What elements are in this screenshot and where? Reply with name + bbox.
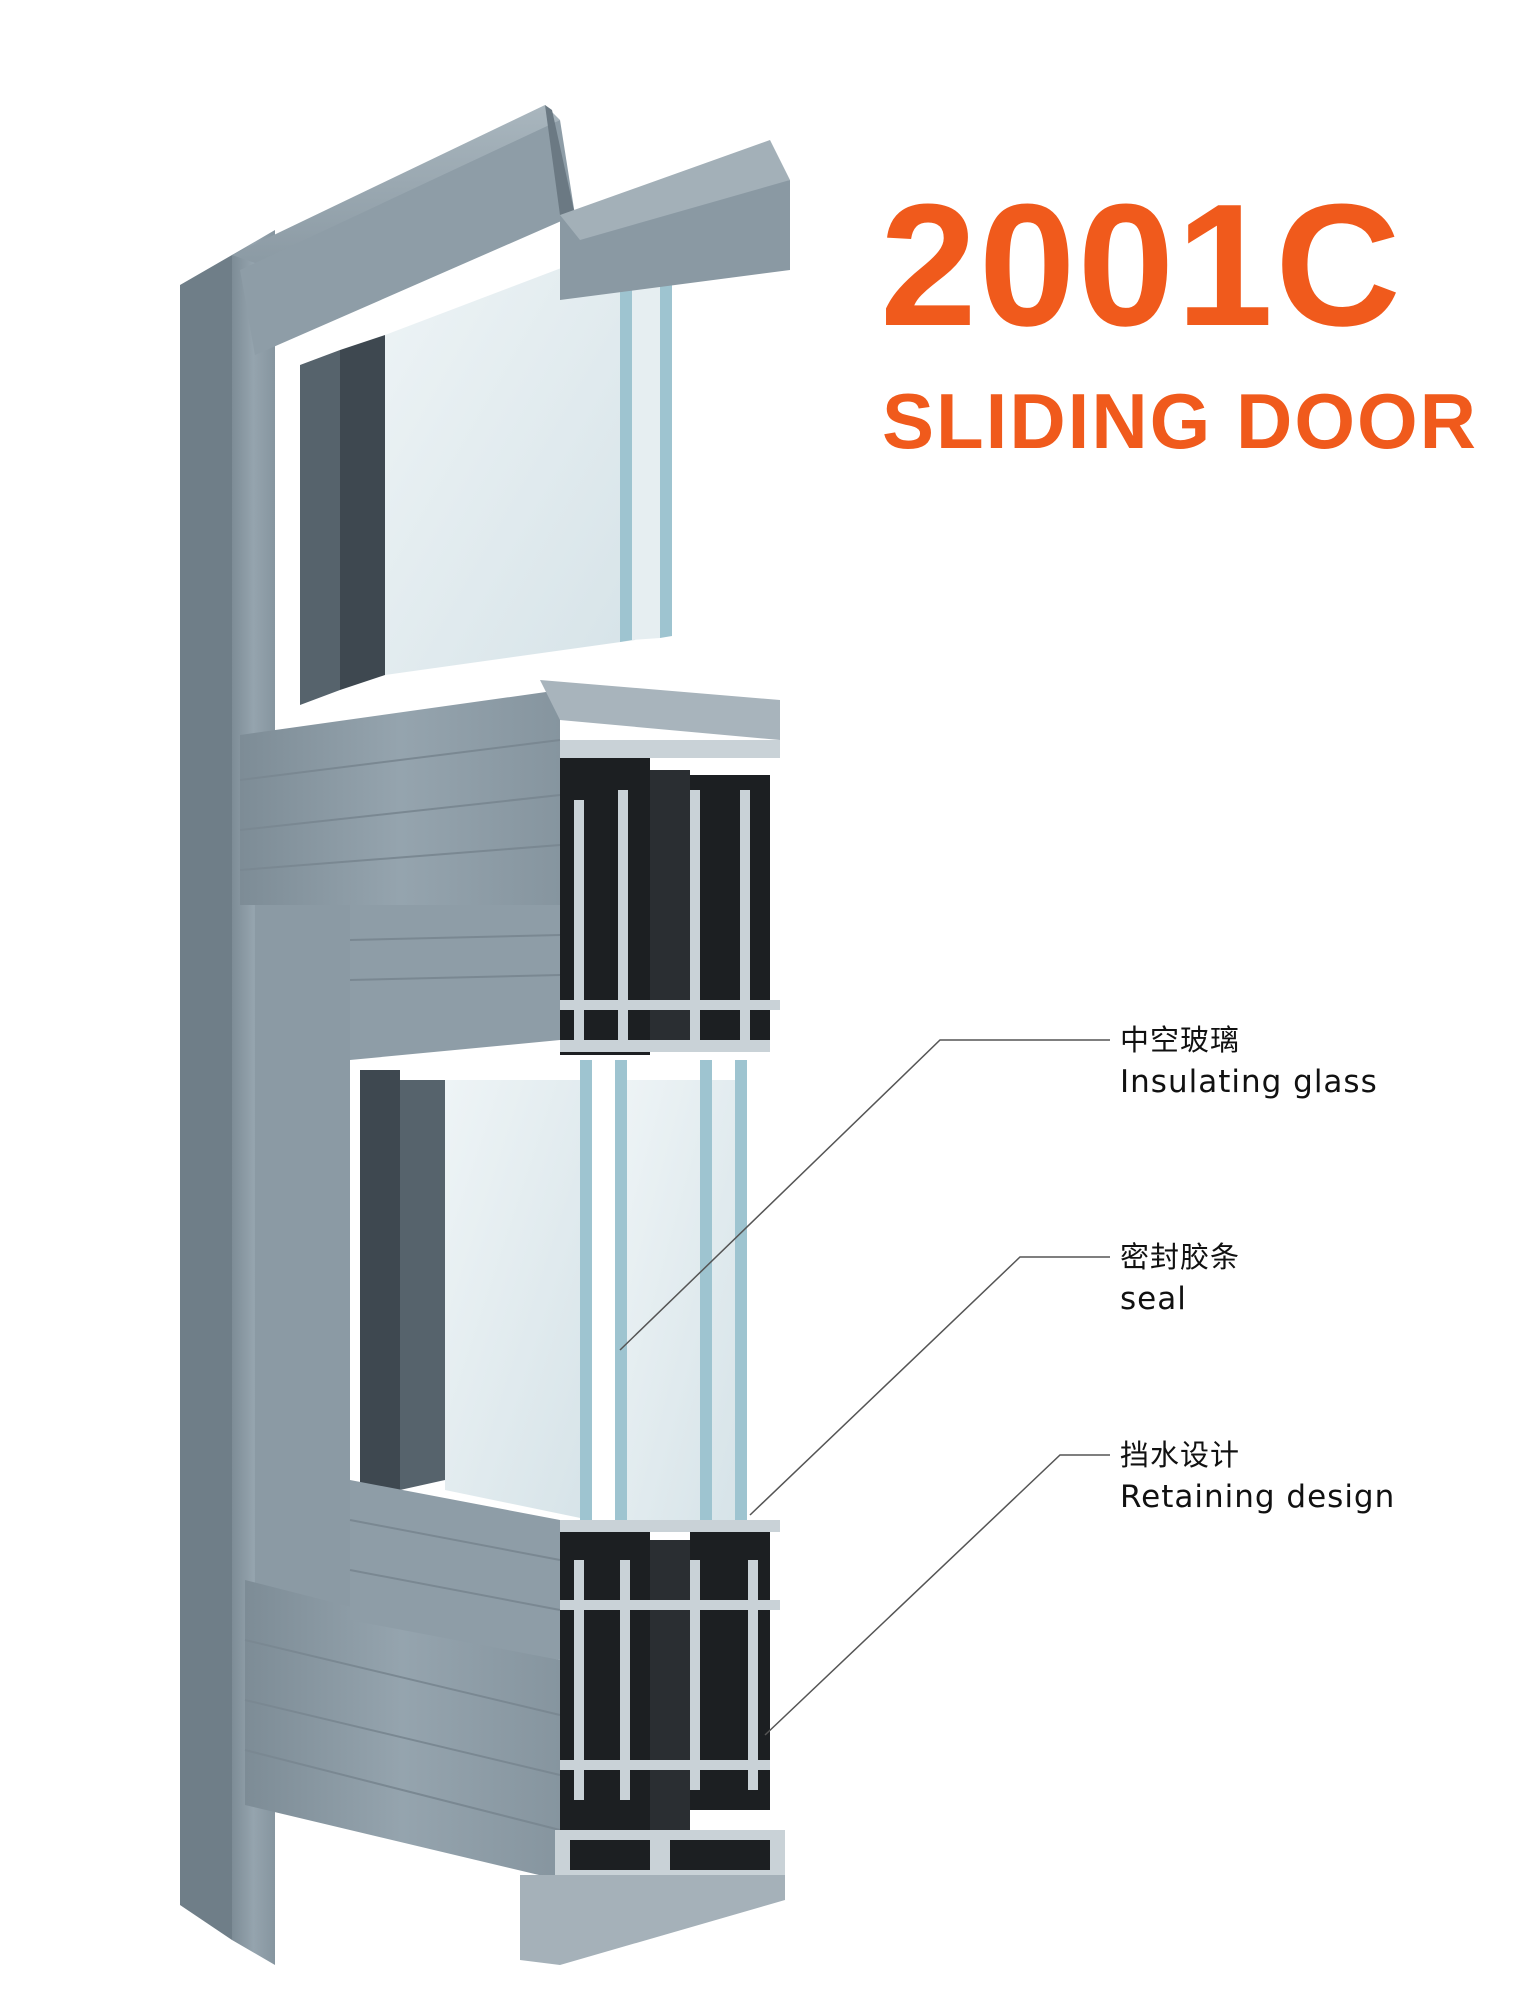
- sill-section-mid: [650, 1540, 690, 1830]
- bottom-rail-face: [350, 1480, 560, 1660]
- upper-inner-reveal: [340, 335, 385, 690]
- callout-retaining-design: 挡水设计 Retaining design: [1120, 1435, 1395, 1519]
- callout-label-zh: 中空玻璃: [1120, 1023, 1241, 1057]
- lower-glass-pane: [445, 1080, 590, 1520]
- callout-label-zh: 挡水设计: [1120, 1438, 1241, 1472]
- callout-label-zh: 密封胶条: [1120, 1240, 1241, 1274]
- left-jamb-side: [180, 255, 232, 1940]
- leader-seal: [749, 1256, 1110, 1516]
- upper-glass-edge-b: [660, 236, 672, 638]
- glass-edge-2: [615, 1060, 627, 1530]
- upper-top-rail-top: [560, 140, 790, 240]
- sill-face: [245, 1580, 560, 1880]
- model-number: 2001C: [880, 167, 1403, 362]
- lower-outer-jamb: [255, 905, 350, 1700]
- lower-inner-jamb: [360, 1070, 400, 1500]
- transom-top: [540, 680, 780, 740]
- glass-edge-1: [580, 1060, 592, 1530]
- upper-glass-pane: [385, 240, 635, 675]
- leader-insulating-glass: [619, 1039, 1110, 1351]
- leader-retaining-design: [764, 1454, 1110, 1736]
- upper-glass-spacer: [632, 238, 660, 640]
- lower-sash: [255, 905, 747, 1700]
- sill-section-left: [560, 1520, 650, 1830]
- bottom-sill: [244, 1480, 785, 1965]
- glass-edge-3: [700, 1060, 712, 1530]
- lower-panel-face: [350, 905, 560, 1060]
- leader-lines: [619, 1039, 1110, 1736]
- upper-inner-jamb: [300, 350, 340, 705]
- upper-glass-edge-a: [620, 246, 632, 642]
- callout-label-en: Insulating glass: [1120, 1064, 1378, 1100]
- upper-sash: [300, 140, 790, 705]
- middle-transom: [239, 680, 780, 1055]
- sill-end: [520, 1875, 785, 1965]
- callout-seal: 密封胶条 seal: [1120, 1237, 1240, 1321]
- head-top: [232, 105, 560, 270]
- lower-inner-reveal: [400, 1080, 445, 1490]
- product-name: SLIDING DOOR: [882, 377, 1479, 465]
- head-lip: [545, 105, 575, 215]
- callout-label-en: seal: [1120, 1281, 1187, 1317]
- transom-face: [240, 690, 560, 905]
- callout-insulating-glass: 中空玻璃 Insulating glass: [1120, 1020, 1378, 1104]
- head-face: [240, 120, 575, 355]
- glass-edge-4: [735, 1060, 747, 1530]
- lower-glass-right: [620, 1080, 740, 1520]
- callout-label-en: Retaining design: [1120, 1479, 1396, 1515]
